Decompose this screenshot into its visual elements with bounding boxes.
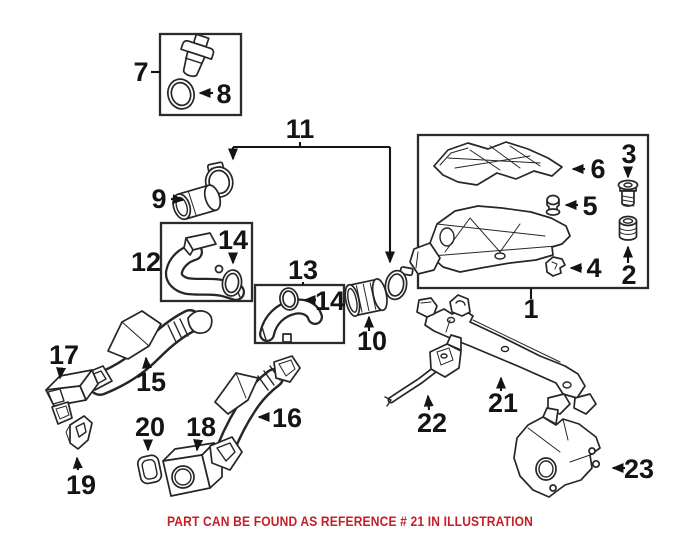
callout-8-label: 8 — [216, 79, 231, 109]
callout-10-label: 10 — [357, 326, 387, 356]
part-23-heat-shield — [513, 407, 601, 498]
part-17-duct-piece — [45, 369, 99, 425]
part-8-o-ring — [167, 78, 195, 110]
callout-12-label: 12 — [131, 247, 161, 277]
callout-10: 10 — [357, 315, 387, 356]
part-2-bushing — [618, 215, 638, 241]
callout-11: 11 — [228, 114, 395, 264]
part-14-clamp-a — [221, 269, 243, 297]
part-7-sensor — [180, 33, 215, 78]
part-13-duct — [259, 298, 323, 343]
callout-20: 20 — [135, 412, 165, 452]
part-9-hose — [172, 184, 222, 221]
callout-18-label: 18 — [186, 412, 216, 442]
callout-9: 9 — [151, 184, 185, 214]
callout-11-label: 11 — [286, 114, 315, 144]
callout-4-label: 4 — [586, 253, 601, 283]
callout-2: 2 — [621, 245, 637, 290]
callout-16-label: 16 — [272, 403, 302, 433]
callout-14b-label: 14 — [315, 286, 345, 316]
callout-19: 19 — [66, 456, 96, 500]
callout-15: 15 — [136, 356, 166, 397]
callout-18: 18 — [186, 412, 216, 452]
detail-box-13 — [253, 283, 346, 345]
callout-5-label: 5 — [582, 191, 597, 221]
callout-17: 17 — [49, 340, 79, 380]
callout-9-label: 9 — [151, 184, 166, 214]
callout-15-label: 15 — [136, 367, 166, 397]
detail-box-7-8 — [158, 32, 243, 117]
callout-20-label: 20 — [135, 412, 165, 442]
callout-13-label: 13 — [288, 255, 318, 285]
reference-caption: PART CAN BE FOUND AS REFERENCE # 21 IN I… — [167, 513, 533, 529]
callout-12: 12 — [131, 247, 161, 277]
part-14-clamp-b — [279, 287, 299, 311]
callout-14a: 14 — [218, 225, 248, 265]
callout-3: 3 — [621, 139, 637, 179]
callout-2-label: 2 — [621, 260, 636, 290]
part-4-clip — [545, 256, 566, 277]
part-5-grommet — [545, 194, 561, 216]
callout-23: 23 — [611, 454, 654, 484]
callout-7-label: 7 — [133, 57, 148, 87]
part-20-seal — [136, 454, 163, 485]
callout-1: 1 — [523, 288, 539, 324]
callout-22-label: 22 — [417, 408, 447, 438]
callout-14a-label: 14 — [218, 225, 248, 255]
callout-14b: 14 — [303, 286, 345, 316]
part-22-bracket — [384, 334, 462, 407]
callout-21: 21 — [488, 376, 518, 418]
callout-19-label: 19 — [66, 470, 96, 500]
detail-box-12 — [159, 221, 254, 303]
part-11-clamp-left — [204, 161, 234, 198]
part-16-intake-duct — [209, 355, 301, 471]
callout-6: 6 — [571, 154, 606, 184]
callout-22: 22 — [417, 394, 447, 438]
callout-21-label: 21 — [488, 388, 518, 418]
part-10-duct — [344, 278, 388, 317]
callout-8: 8 — [198, 79, 232, 109]
callout-7: 7 — [133, 57, 160, 87]
callout-23-label: 23 — [624, 454, 654, 484]
part-3-screw — [617, 179, 639, 207]
callout-6-label: 6 — [590, 154, 605, 184]
part-11-clamp-right — [384, 266, 414, 301]
callout-4: 4 — [569, 253, 602, 283]
callout-13: 13 — [288, 255, 318, 285]
callout-16: 16 — [257, 403, 302, 433]
detail-box-1 — [416, 133, 650, 290]
part-19-bracket — [65, 415, 93, 450]
callout-3-label: 3 — [621, 139, 636, 169]
callout-5: 5 — [564, 191, 598, 221]
part-6-cover — [433, 141, 563, 186]
part-1-housing — [409, 205, 571, 275]
callout-1-label: 1 — [523, 294, 538, 324]
callout-17-label: 17 — [49, 340, 79, 370]
